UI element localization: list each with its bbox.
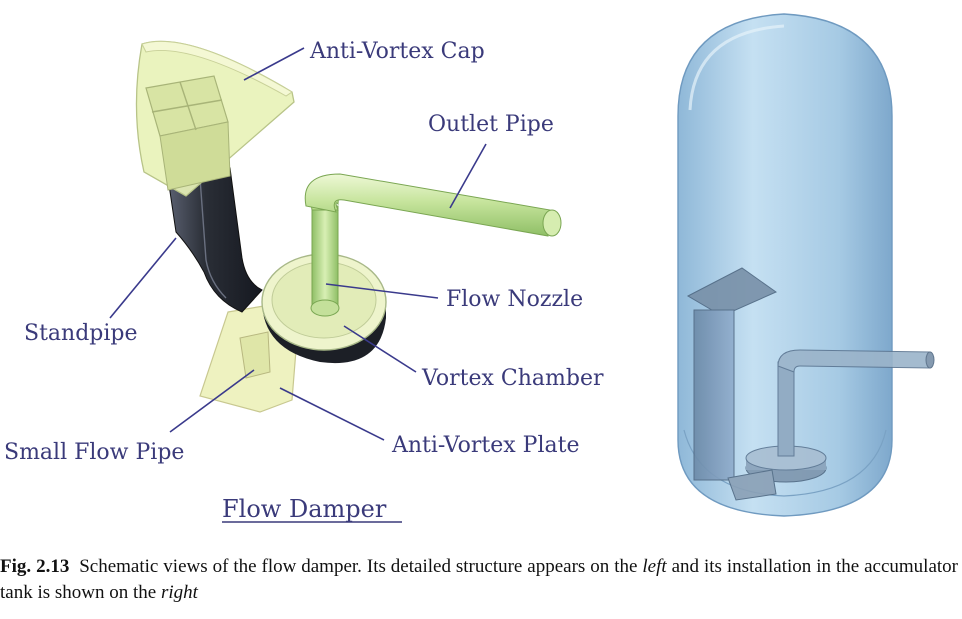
label-anti-vortex-cap: Anti-Vortex Cap [309,39,485,64]
caption-text-1: Schematic views of the flow damper. Its … [79,556,642,577]
figure-caption: Fig. 2.13 Schematic views of the flow da… [0,554,958,606]
caption-emphasis-right: right [161,582,198,603]
label-anti-vortex-plate: Anti-Vortex Plate [391,433,579,458]
flow-damper-drawing [136,41,561,412]
label-standpipe: Standpipe [24,321,138,346]
label-flow-nozzle: Flow Nozzle [446,287,583,312]
label-small-flow-pipe: Small Flow Pipe [4,440,184,465]
subtitle-flow-damper: Flow Damper [222,495,387,523]
label-vortex-chamber: Vortex Chamber [421,366,604,391]
figure-number: Fig. 2.13 [0,556,69,577]
accumulator-tank [678,14,934,516]
label-outlet-pipe: Outlet Pipe [428,112,554,137]
anti-vortex-cap [136,41,294,196]
caption-emphasis-left: left [642,556,666,577]
